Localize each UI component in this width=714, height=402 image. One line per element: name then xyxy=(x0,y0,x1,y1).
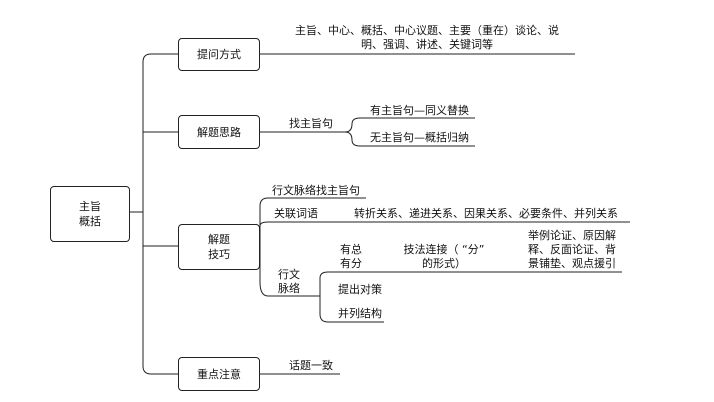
branch-techniques-label-2: 技巧 xyxy=(208,248,230,261)
branch-techniques[interactable]: 解题技巧 xyxy=(178,224,260,270)
topic-consistency: 话题一致 xyxy=(289,359,333,372)
question-method-desc-line1: 主旨、中心、概括、中心议题、主要（重在）谈论、说 xyxy=(295,24,559,37)
connector-b2-split xyxy=(344,117,475,147)
technique-connection-line1: 技法连接（ “分” xyxy=(403,243,485,256)
text-structure-line1: 行文 xyxy=(278,268,300,281)
branch-key-notes-label: 重点注意 xyxy=(197,367,241,381)
general-specific: 有总 有分 xyxy=(334,243,368,271)
has-topic-sentence: 有主旨句—同义替换 xyxy=(370,104,469,117)
argument-methods-line2: 释、反面论证、背 xyxy=(528,243,616,256)
branch-solution-idea[interactable]: 解题思路 xyxy=(178,115,260,149)
find-topic-sentence: 找主旨句 xyxy=(289,117,333,130)
root-label-1: 主旨 xyxy=(79,200,101,213)
technique-connection: 技法连接（ “分” 的形式） xyxy=(392,243,496,271)
text-structure: 行文 脉络 xyxy=(272,268,306,296)
no-topic-sentence: 无主旨句—概括归纳 xyxy=(370,131,469,144)
general-specific-line1: 有总 xyxy=(340,243,362,256)
question-method-desc: 主旨、中心、概括、中心议题、主要（重在）谈论、说 明、强调、讲述、关键词等 xyxy=(284,24,570,52)
argument-methods-line3: 景铺垫、观点援引 xyxy=(528,257,616,270)
connector-b3 xyxy=(259,197,630,297)
branch-question-method[interactable]: 提问方式 xyxy=(178,38,260,71)
argument-methods-line1: 举例论证、原因解 xyxy=(528,229,616,242)
parallel-structure: 并列结构 xyxy=(338,307,382,320)
branch-question-method-label: 提问方式 xyxy=(197,48,241,61)
branch-key-notes[interactable]: 重点注意 xyxy=(178,357,260,391)
argument-methods: 举例论证、原因解 释、反面论证、背 景铺垫、观点援引 xyxy=(528,229,616,271)
connector-trunk xyxy=(142,53,178,375)
conjunction-relations: 转折关系、递进关系、因果关系、必要条件、并列关系 xyxy=(354,207,618,220)
root-node[interactable]: 主旨概括 xyxy=(50,186,130,242)
propose-countermeasures: 提出对策 xyxy=(338,283,382,296)
branch-solution-idea-label: 解题思路 xyxy=(197,125,241,139)
context-find-topic: 行文脉络找主旨句 xyxy=(272,184,360,197)
question-method-desc-line2: 明、强调、讲述、关键词等 xyxy=(361,38,493,51)
connector-b3-sub xyxy=(319,271,622,323)
conjunction-words: 关联词语 xyxy=(274,207,318,220)
root-label-2: 概括 xyxy=(79,215,101,228)
branch-techniques-label-1: 解题 xyxy=(208,233,230,246)
technique-connection-line2: 的形式） xyxy=(422,257,466,270)
text-structure-line2: 脉络 xyxy=(278,282,300,295)
general-specific-line2: 有分 xyxy=(340,257,362,270)
